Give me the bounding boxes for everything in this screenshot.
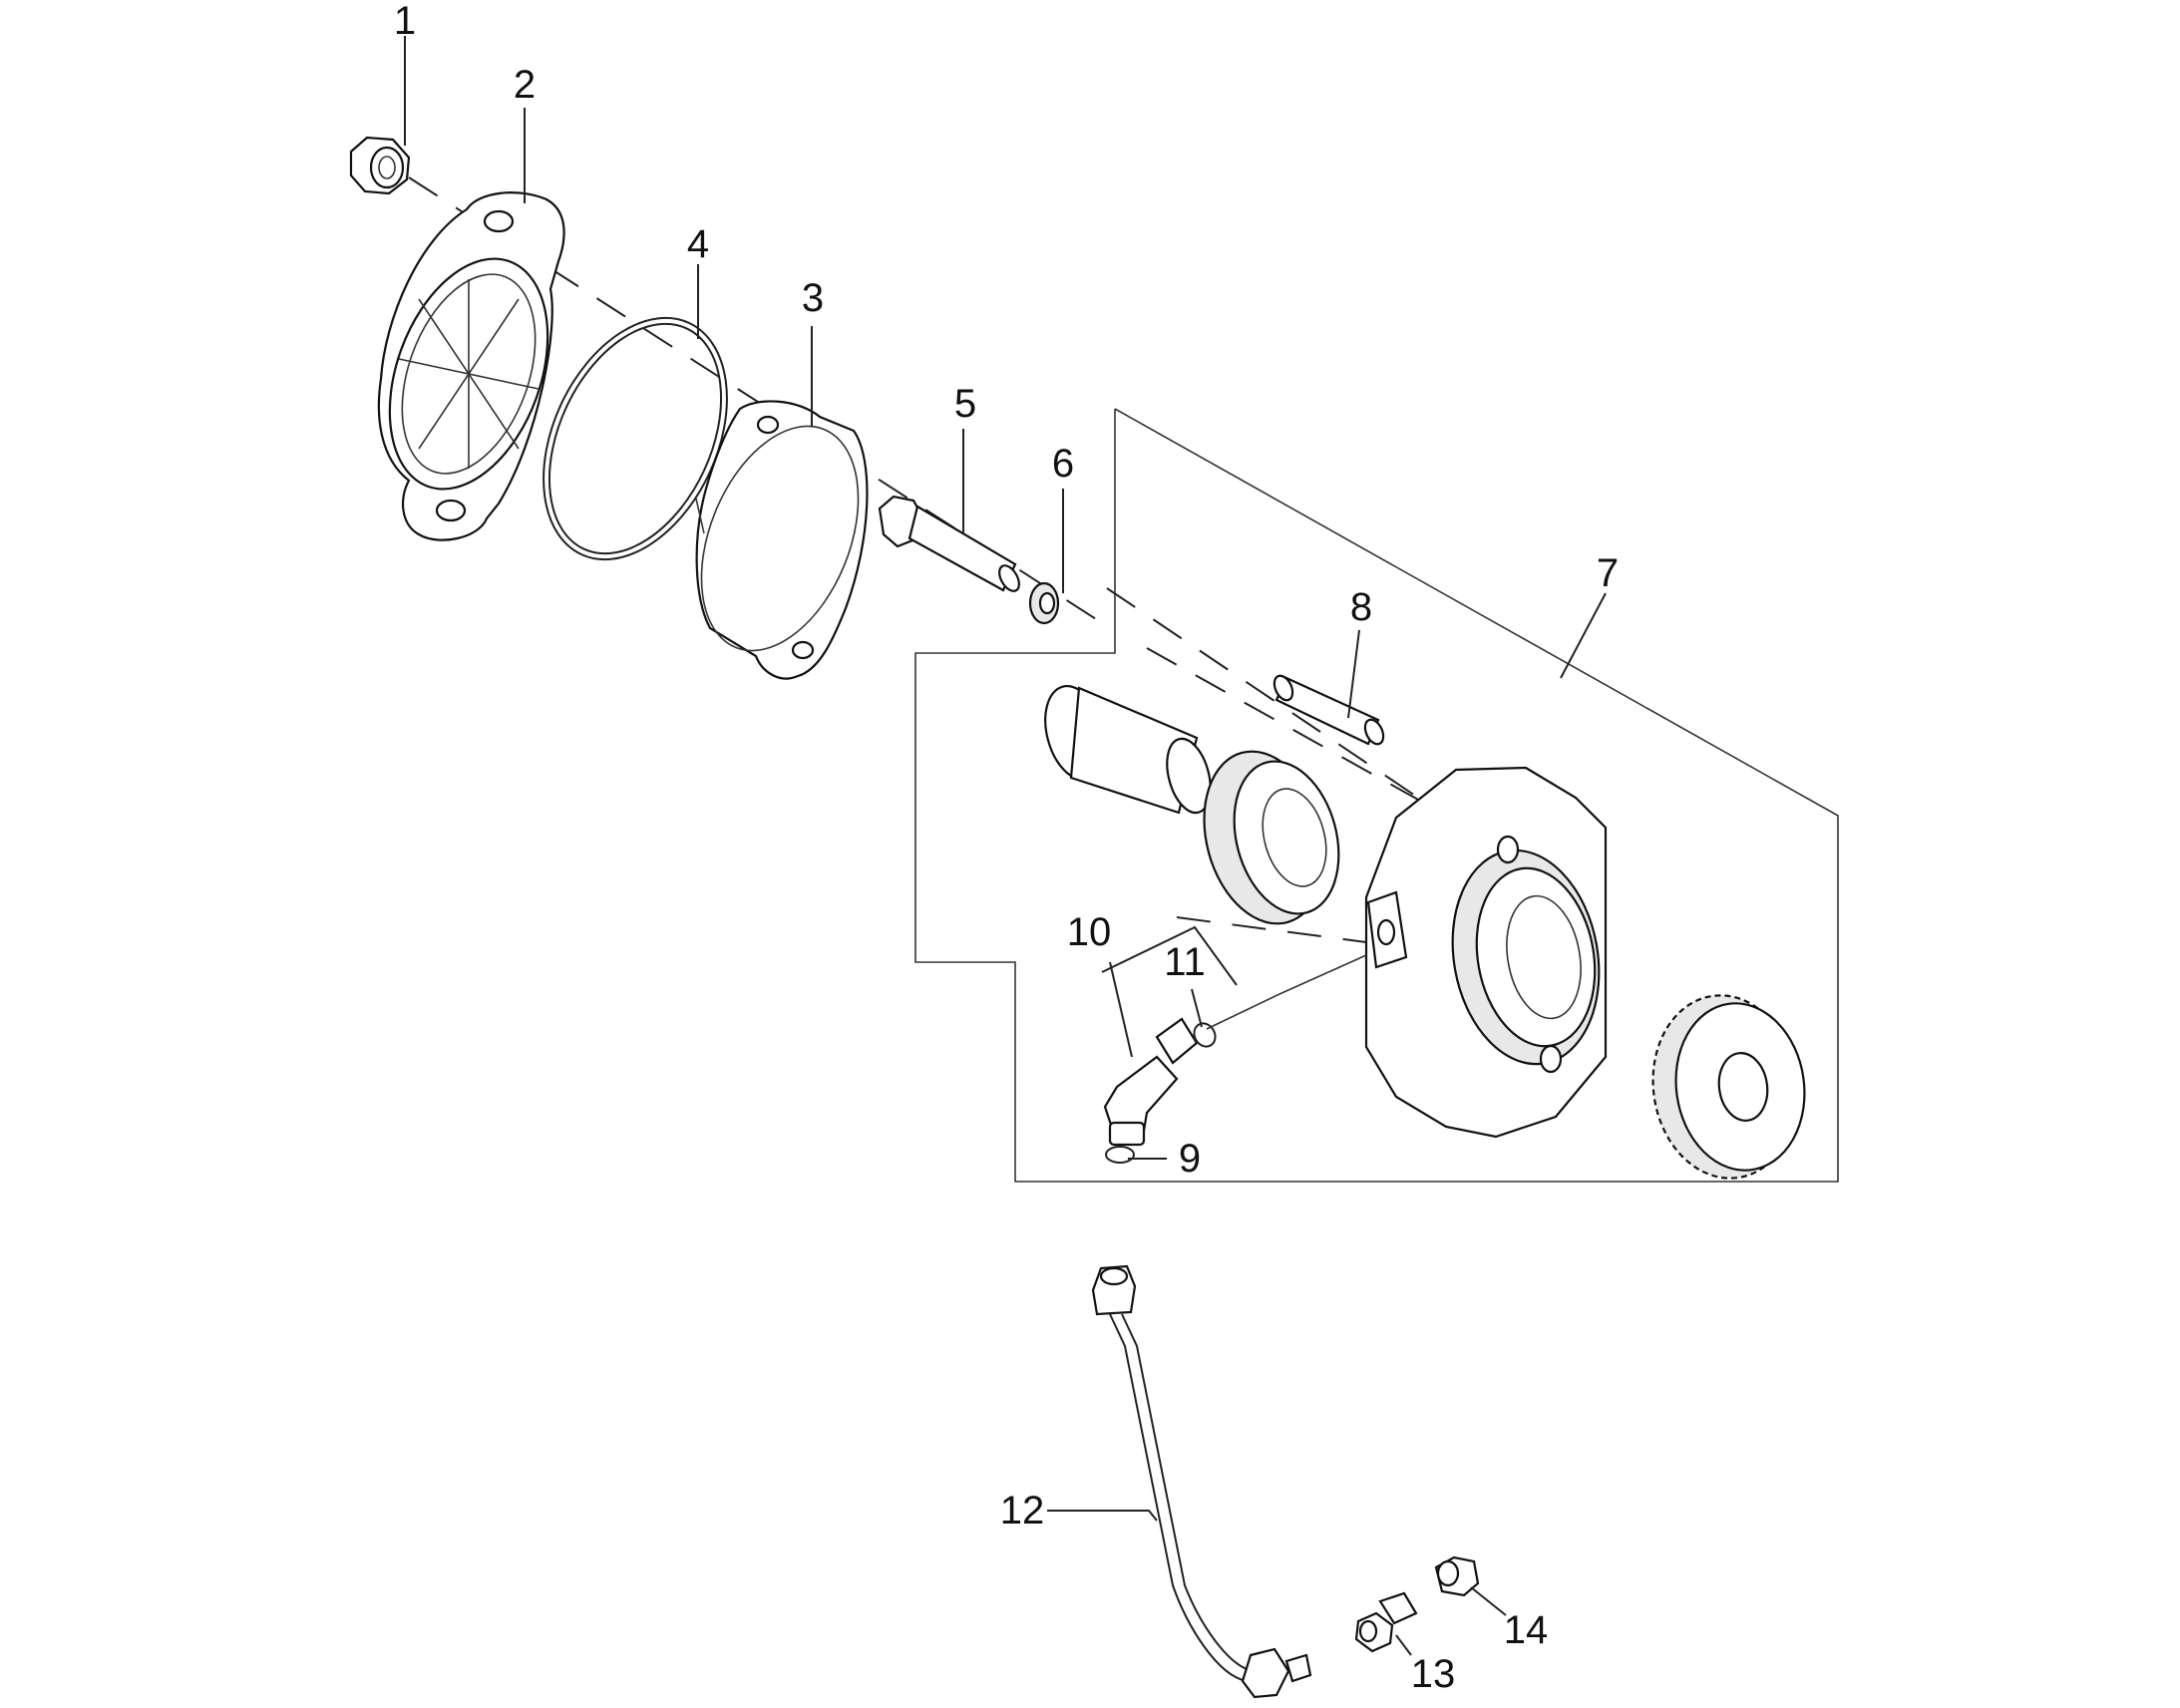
part-1-nut — [349, 136, 411, 195]
callout-3: 3 — [802, 276, 824, 320]
part-pump-housing — [1364, 766, 1608, 1139]
callout-14: 14 — [1504, 1608, 1549, 1652]
part-3-gasket — [695, 400, 869, 680]
part-12-tube — [1091, 1264, 1312, 1699]
part-4-o-ring — [543, 316, 728, 561]
callout-labels: 1 2 4 3 5 6 7 8 10 11 9 12 14 13 — [394, 0, 1619, 1696]
part-6-washer — [1028, 581, 1060, 625]
part-13-union-fitting — [1354, 1591, 1418, 1653]
callout-5: 5 — [954, 382, 976, 426]
callout-13: 13 — [1411, 1652, 1456, 1696]
callout-12: 12 — [1000, 1489, 1045, 1533]
callout-11: 11 — [1164, 940, 1206, 984]
part-5-bolt — [878, 495, 1020, 592]
part-14-cap-nut — [1434, 1555, 1480, 1597]
part-bearing — [1203, 750, 1340, 925]
callout-8: 8 — [1350, 585, 1372, 629]
assembly-7-boundary — [914, 408, 1839, 1183]
callout-1: 1 — [394, 0, 416, 43]
callout-4: 4 — [687, 222, 709, 266]
callout-7: 7 — [1597, 551, 1619, 595]
callout-9: 9 — [1179, 1137, 1201, 1181]
part-sleeve — [1044, 684, 1212, 815]
callout-6: 6 — [1052, 442, 1074, 486]
part-2-cover-plate — [377, 191, 565, 541]
part-9-o-ring — [1105, 1146, 1135, 1164]
part-gear — [1651, 994, 1806, 1180]
part-11-o-ring — [1193, 1022, 1217, 1048]
part-8-pin — [1272, 674, 1385, 746]
callout-10: 10 — [1067, 910, 1112, 954]
leader-lines — [404, 36, 1607, 1656]
part-10-elbow-fitting — [1103, 1017, 1199, 1147]
callout-2: 2 — [514, 63, 536, 107]
